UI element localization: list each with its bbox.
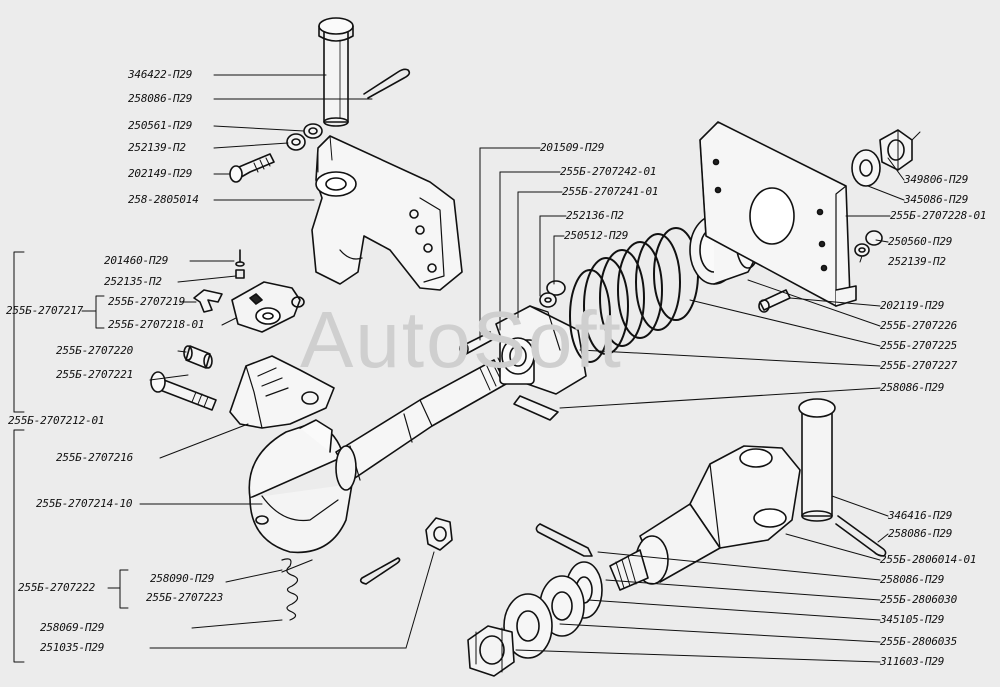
- label-top-washer: 252139-П2: [128, 141, 186, 154]
- label-plate: 255Б-2707228-01: [890, 209, 987, 222]
- housing-bolt: [459, 331, 493, 356]
- drawbar-hook: [248, 419, 355, 554]
- label-latch-bolt: 255Б-2707221: [56, 368, 134, 381]
- top-washer-nut: [286, 123, 323, 151]
- label-coil-spring: 255Б-2707225: [880, 339, 958, 352]
- right-pin: [798, 398, 836, 522]
- castle-nut-right: [851, 129, 921, 187]
- label-right-pin: 346416-П29: [888, 509, 953, 522]
- top-pin: [318, 17, 354, 127]
- label-spring-clip: 255Б-2707219: [108, 295, 186, 308]
- label-eye-fork: 255Б-2806014-01: [880, 553, 977, 566]
- label-spring-cap: 255Б-2707227: [880, 359, 958, 372]
- small-castle-nut: [425, 517, 453, 551]
- mounting-bracket: [311, 135, 463, 291]
- label-spring-seat: 255Б-2707226: [880, 319, 958, 332]
- label-top-pin: 346422-П29: [128, 68, 193, 81]
- latch-block: [231, 281, 305, 333]
- label-cotter-258086-a: 258086-П29: [880, 381, 945, 394]
- label-washer-345105: 345105-П29: [880, 613, 945, 626]
- latch-bolt: [150, 371, 217, 411]
- plate-washer-nut: [854, 230, 883, 257]
- label-chain-pin: 258090-П29: [150, 572, 215, 585]
- label-nut-250512: 250512-П29: [564, 229, 629, 242]
- label-top-bolt: 202149-П29: [128, 167, 193, 180]
- housing-washer-nut: [539, 280, 566, 308]
- label-latch-housing: 255Б-2707216: [56, 451, 134, 464]
- label-latch-block: 255Б-2707218-01: [108, 318, 205, 331]
- label-plate-washer: 252139-П2: [888, 255, 946, 268]
- label-assembly-2707212: 255Б-2707212-01: [8, 414, 105, 427]
- label-assembly-2707217: 255Б-2707217: [6, 304, 84, 317]
- bottom-castle-nut: [467, 625, 515, 677]
- label-castle-nut-349806: 349806-П29: [904, 173, 969, 186]
- latch-housing: [229, 355, 335, 429]
- label-castle-nut-311603: 311603-П29: [880, 655, 945, 668]
- label-drawbar-hook: 255Б-2707214-10: [36, 497, 133, 510]
- watermark: AutoSoft: [300, 295, 623, 384]
- label-latch-pin: 255Б-2707220: [56, 344, 134, 357]
- label-housing-bolt: 201509-П29: [540, 141, 605, 154]
- label-cotter-258069: 258069-П29: [40, 621, 105, 634]
- drawbar-shaft: [335, 357, 509, 491]
- label-top-cotter: 258086-П29: [128, 92, 193, 105]
- bottom-washer-3: [503, 593, 553, 659]
- bottom-cotter-pin: [535, 523, 593, 557]
- label-small-washer: 252135-П2: [104, 275, 162, 288]
- eye-fork: [609, 445, 801, 591]
- label-washer-2806035: 255Б-2806035: [880, 635, 958, 648]
- right-cotter-pin: [835, 515, 887, 557]
- label-washer-252136: 252136-П2: [566, 209, 624, 222]
- label-cap-2707241: 255Б-2707241-01: [562, 185, 659, 198]
- small-cotter-pin: [359, 557, 401, 585]
- label-plate-bolt: 202119-П29: [880, 299, 945, 312]
- label-chain-spring: 255Б-2707223: [146, 591, 224, 604]
- label-small-screw: 201460-П29: [104, 254, 169, 267]
- spring-cap-housing: [495, 305, 587, 421]
- latch-spring-clip: [193, 289, 223, 313]
- label-plate-nut: 250560-П29: [888, 235, 953, 248]
- label-top-nut: 250561-П29: [128, 119, 193, 132]
- leader-lines: [139, 74, 905, 663]
- label-assembly-2707222: 255Б-2707222: [18, 581, 96, 594]
- mounting-plate: [699, 121, 857, 307]
- label-bracket: 258-2805014: [128, 193, 199, 206]
- small-screw-washer: [235, 249, 245, 279]
- label-cotter-258086-b: 258086-П29: [880, 573, 945, 586]
- chain-spring: [281, 558, 313, 621]
- top-cotter-pin: [363, 68, 411, 99]
- latch-pin: [183, 345, 213, 369]
- label-castle-nut-251035: 251035-П29: [40, 641, 105, 654]
- label-right-cotter: 258086-П29: [888, 527, 953, 540]
- label-washer-345086: 345086-П29: [904, 193, 969, 206]
- label-washer-2806030: 255Б-2806030: [880, 593, 958, 606]
- top-bolt: [229, 153, 275, 183]
- label-cap-2707242: 255Б-2707242-01: [560, 165, 657, 178]
- group-brackets: [13, 251, 129, 663]
